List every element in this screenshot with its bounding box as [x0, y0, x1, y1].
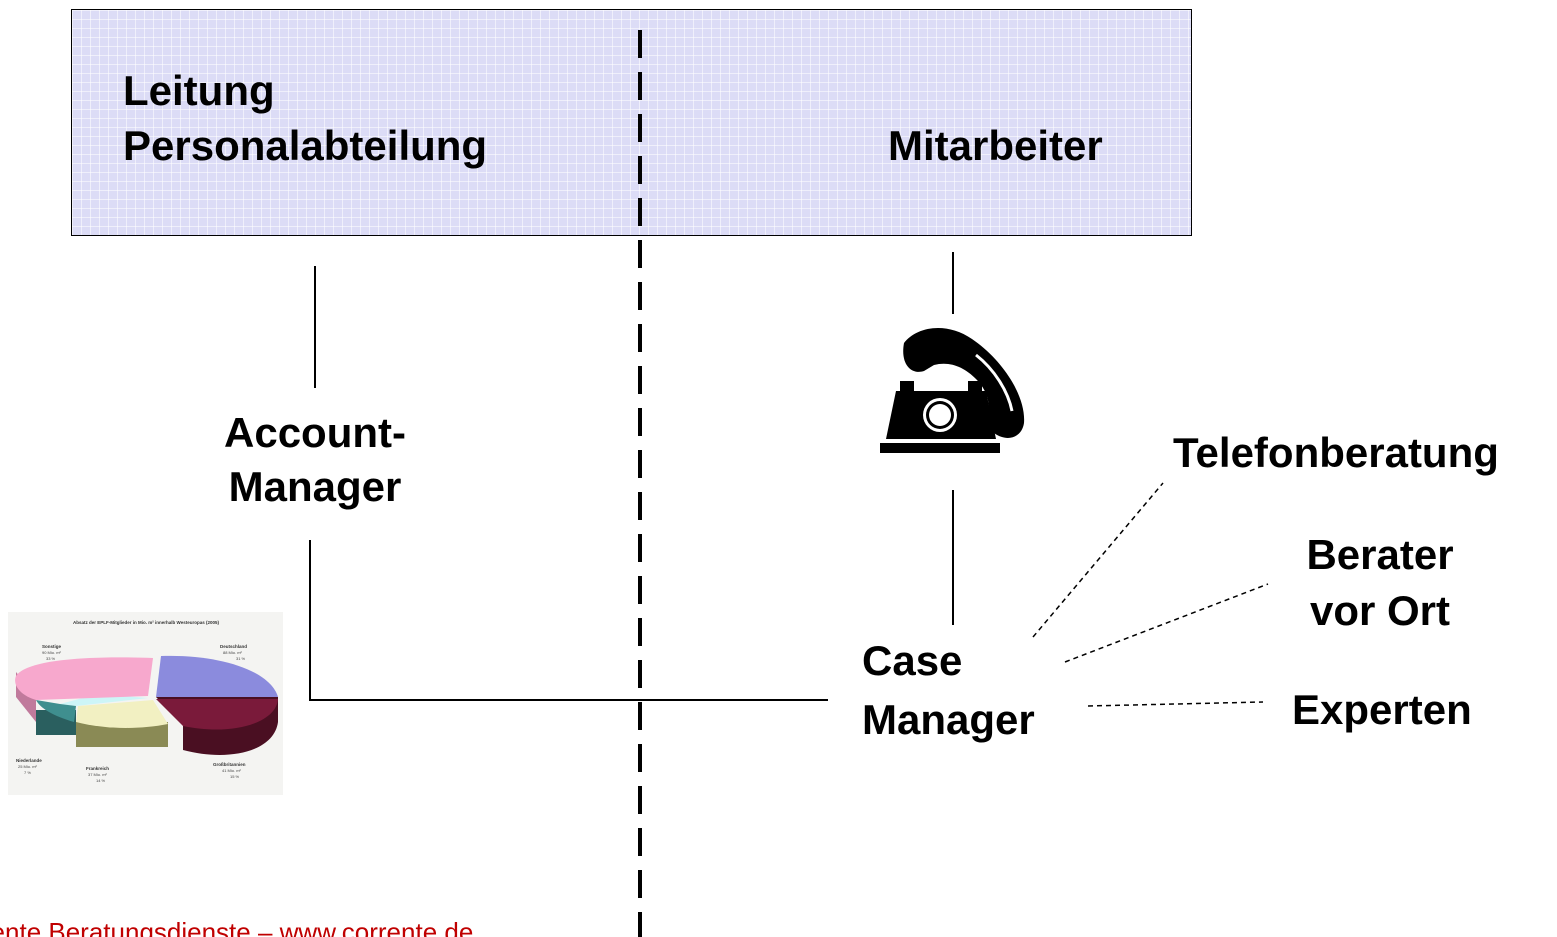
header-box	[71, 9, 1192, 236]
slice-label-niederlande: Niederlande	[16, 758, 42, 763]
slice-pct-grossbritannien: 15 %	[230, 774, 240, 779]
slice-value-niederlande: 25 Mio. m²	[18, 764, 38, 769]
slice-pct-frankreich: 14 %	[96, 778, 106, 783]
label-account: Account-	[224, 409, 406, 456]
slice-label-frankreich: Frankreich	[86, 766, 109, 771]
slice-value-deutschland: 88 Mio. m²	[223, 650, 243, 655]
slice-label-sonstige: Sonstige	[42, 644, 61, 649]
label-leitung: Leitung	[123, 67, 275, 114]
label-mitarbeiter: Mitarbeiter	[888, 122, 1103, 169]
connector-case-telefon	[1032, 482, 1164, 638]
footer: Corrente Beratungsdienste – www.corrente…	[0, 912, 600, 937]
label-case-manager: Manager	[862, 696, 1035, 743]
label-case: Case	[862, 637, 963, 684]
label-telefonberatung: Telefonberatung	[1173, 429, 1499, 476]
label-experten: Experten	[1292, 686, 1472, 733]
slice-value-grossbritannien: 41 Mio. m²	[222, 768, 242, 773]
slice-value-frankreich: 37 Mio. m²	[88, 772, 108, 777]
footer-text: Corrente Beratungsdienste – www.corrente…	[0, 917, 474, 937]
slice-value-sonstige: 90 Mio. m²	[42, 650, 62, 655]
thumbnail-chart-title: Absatz der EPLF-Mitglieder in Mio. m² in…	[73, 620, 219, 625]
label-account-manager: Manager	[228, 463, 402, 510]
label-vor-ort: vor Ort	[1309, 587, 1451, 634]
pie-slice-teal	[36, 700, 76, 722]
thumbnail-chart: Absatz der EPLF-Mitglieder in Mio. m² in…	[8, 612, 283, 795]
pie-slice-niederlande	[60, 694, 148, 706]
slice-label-deutschland: Deutschland	[220, 644, 247, 649]
pie-slice-deutschland	[156, 655, 278, 697]
slice-pct-deutschland: 31 %	[236, 656, 246, 661]
slice-label-grossbritannien: Großbritannien	[213, 762, 246, 767]
slice-pct-sonstige: 33 %	[46, 656, 56, 661]
slice-pct-niederlande: 7 %	[24, 770, 31, 775]
pie-slice-sonstige	[15, 657, 154, 700]
telephone-icon	[880, 327, 1025, 453]
label-personalabteilung: Personalabteilung	[123, 122, 488, 169]
pie-slice-grossbritannien	[156, 699, 278, 730]
pie-slice-frankreich	[76, 700, 168, 728]
connector-case-berater	[1064, 583, 1269, 663]
label-berater: Berater	[1306, 531, 1454, 578]
connector-case-experten	[1087, 701, 1264, 707]
connector-account-case	[309, 540, 828, 701]
